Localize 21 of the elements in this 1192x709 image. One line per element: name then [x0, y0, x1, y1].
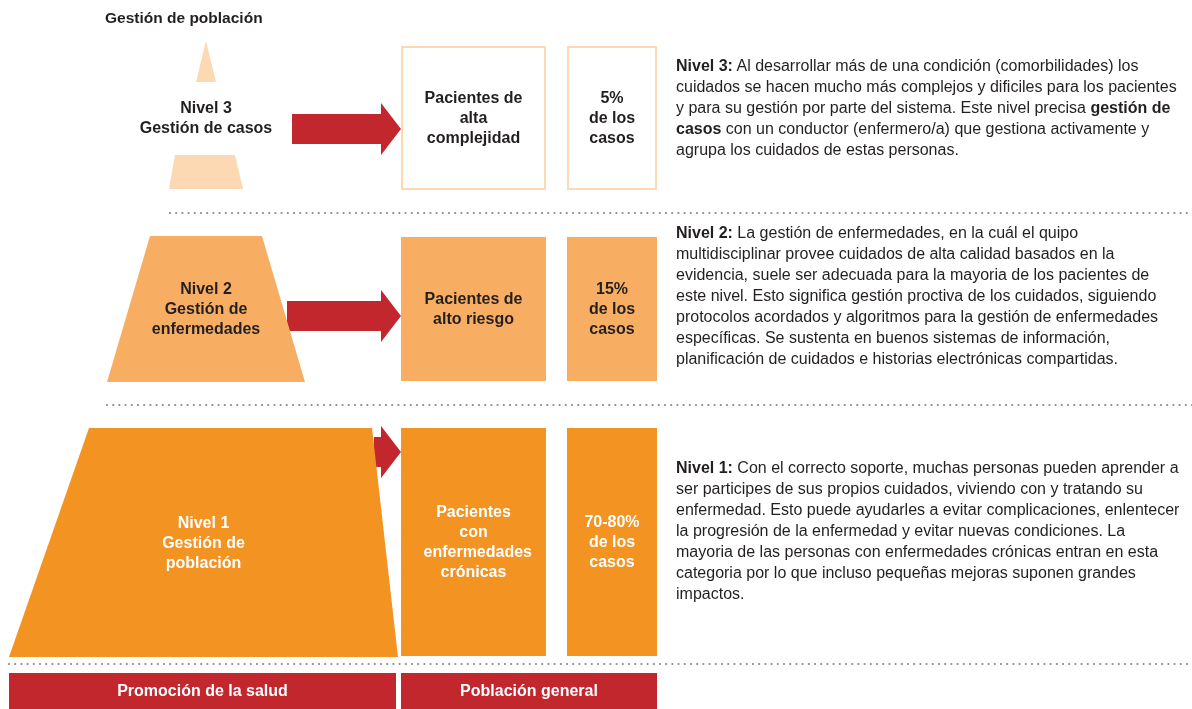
category-box: 70-80% de los casos [567, 428, 657, 656]
category-box: Pacientes de alta complejidad [401, 46, 546, 190]
category-bar: Población general [401, 673, 657, 709]
diagram-title: Gestión de población [105, 9, 263, 27]
level-label: Gestión de enfermedades [150, 298, 262, 339]
description-paragraph: Nivel 3: Al desarrollar más de una condición (comorbilidades) los cuidados se hacen mucho más complejos y dificiles para los pacientes y para su gestión por parte del sistema. Este nivel precisa gestión de casos con un conductor (enfermero/a) que gestiona activamente y agrupa los cuidados de estas personas. [676, 56, 1178, 160]
category-box: 15% de los casos [567, 237, 657, 381]
description-paragraph: Nivel 2: La gestión de enfermedades, en la cuál el quipo multidisciplinar provee cuidados de alta calidad basados en la evidencia, suele ser adecuada para la mayoria de los pacientes de este nivel. Esto significa gestión proctiva de los cuidados, siguiendo protocolos acordados y algoritmos para la gestión de enfermedades específicas. Se sustenta en buenos sistemas de información, planificación de cuidados e historias electrónicas compartidas. [676, 223, 1160, 369]
block-arrow [374, 426, 401, 478]
description-paragraph: Nivel 1: Con el correcto soporte, muchas personas pueden aprender a ser participes de sus propios cuidados, viviendo con y tratando su enfermedad. Esto puede ayudarles a evitar complicaciones, enlentecer la progresión de la enfermedad y evitar nuevas condiciones. La mayoria de las personas con enfermedades crónicas entran en esta categoria por lo que incluso pequeñas mejoras suponen grandes impactos. [676, 458, 1181, 604]
level-label: Nivel 3 [180, 98, 232, 118]
category-box: 5% de los casos [567, 46, 657, 190]
category-bar: Promoción de la salud [9, 673, 396, 709]
category-box: Pacientes de alto riesgo [401, 237, 546, 381]
category-box: Pacientes con enfermedades crónicas [401, 428, 546, 656]
block-arrow [292, 103, 401, 155]
level-label: Gestión de casos [139, 118, 273, 138]
level-label: Gestión de población [161, 533, 246, 573]
level-label: Nivel 1 [177, 513, 230, 533]
level-label: Nivel 2 [180, 278, 232, 299]
block-arrow [287, 290, 401, 342]
